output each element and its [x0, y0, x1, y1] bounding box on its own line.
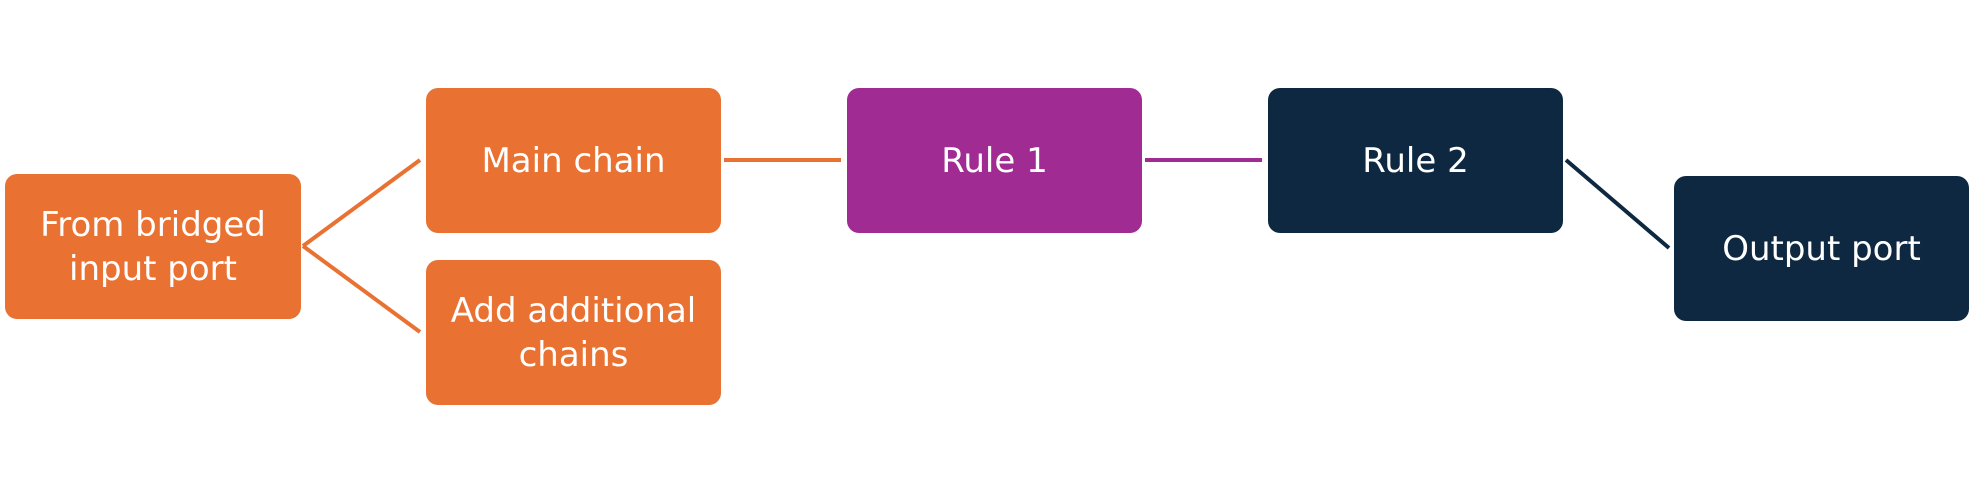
node-add-additional-chains: Add additional chains — [426, 260, 721, 405]
edge-input-to-main-chain — [301, 158, 422, 248]
edge-input-to-additional-chains — [301, 244, 422, 334]
node-label: Rule 2 — [1362, 140, 1469, 181]
node-label: Rule 1 — [941, 140, 1048, 181]
node-label: Main chain — [481, 140, 666, 181]
node-label: Add additional chains — [450, 290, 697, 375]
node-output-port: Output port — [1674, 176, 1969, 321]
node-rule-1: Rule 1 — [847, 88, 1142, 233]
node-rule-2: Rule 2 — [1268, 88, 1563, 233]
edge-rule-2-to-output-port — [1564, 158, 1671, 250]
node-label: From bridged input port — [40, 204, 266, 289]
node-from-bridged-input-port: From bridged input port — [5, 174, 301, 319]
node-label: Output port — [1722, 228, 1921, 269]
node-main-chain: Main chain — [426, 88, 721, 233]
